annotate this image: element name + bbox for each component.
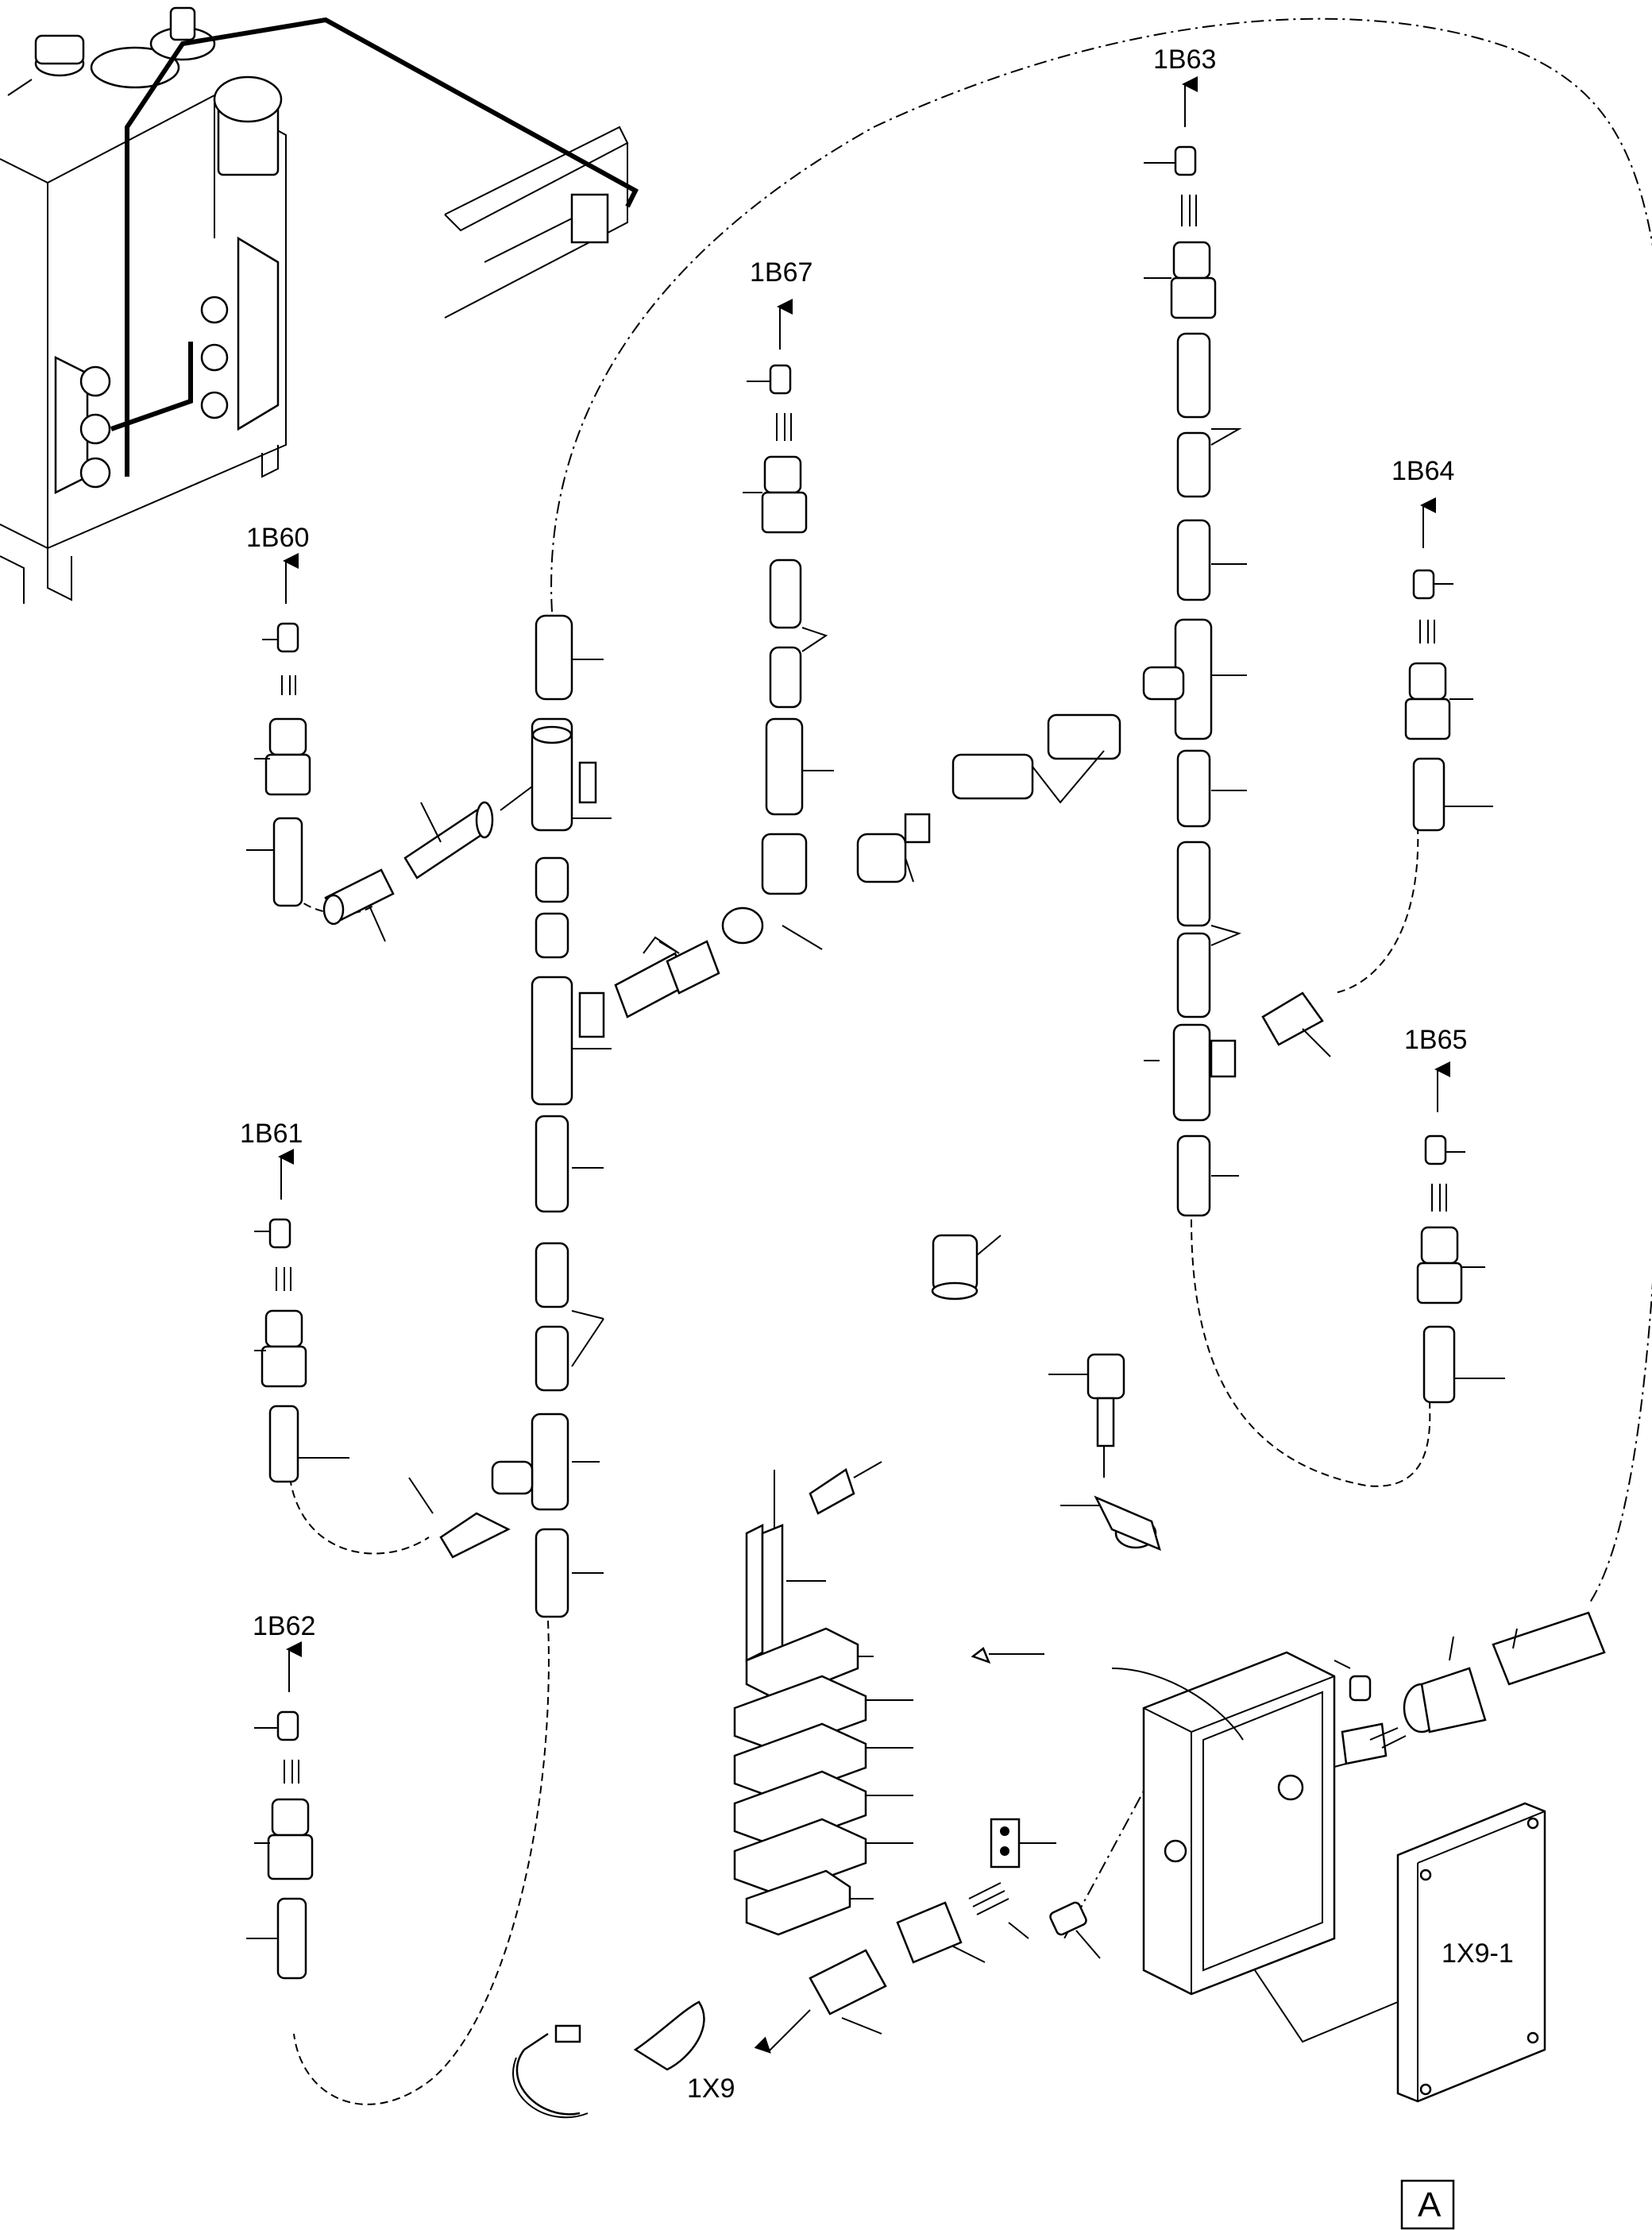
detail-view-letter: A	[1418, 2186, 1442, 2224]
machine-housing	[0, 6, 639, 604]
label-sensor-1B63: 1B63	[1153, 44, 1216, 75]
sensor-stack-1B62	[246, 1710, 314, 1980]
label-sensor-1B67: 1B67	[750, 257, 812, 288]
label-sensor-1B60: 1B60	[246, 523, 309, 553]
direction-arrows	[278, 76, 1450, 2054]
label-sensor-1B64: 1B64	[1391, 456, 1454, 486]
junction-box-cover: 1X9-1	[1396, 1802, 1546, 2103]
label-connector-1X9: 1X9	[687, 2073, 735, 2104]
cable-route-1B65	[1191, 1219, 1431, 1487]
branch-hoses-1B60	[322, 786, 533, 942]
cable-route-box	[1063, 1731, 1176, 1939]
cover-label: 1X9-1	[1442, 1938, 1514, 1969]
left-trunk-hoses	[491, 614, 612, 1618]
right-trunk-hoses	[1142, 332, 1331, 1217]
sensor-stack-1B64	[1404, 569, 1493, 832]
box-cable-gland	[1369, 1611, 1606, 1749]
terminal-block-stack	[733, 1470, 913, 1936]
sensor-stack-1B67	[743, 364, 808, 534]
sensor-stack-1B63	[1144, 145, 1217, 319]
cable-route-1B64	[1334, 825, 1419, 994]
label-sensor-1B65: 1B65	[1404, 1025, 1467, 1055]
middle-connector-hoses	[408, 936, 720, 1559]
cable-route-main	[550, 17, 1652, 1606]
cable-assembly-1X9	[512, 1882, 1101, 2119]
sensor-stack-1B61	[254, 1218, 349, 1483]
label-sensor-1B61: 1B61	[240, 1119, 303, 1149]
detail-view-marker: A	[1400, 2179, 1455, 2230]
sensor-stack-1B65	[1416, 1134, 1505, 1404]
cable-route-1B61	[289, 1477, 430, 1555]
cable-route-1B62	[293, 1620, 550, 2105]
center-branch-hoses	[721, 558, 1121, 950]
label-sensor-1B62: 1B62	[253, 1611, 315, 1641]
junction-box	[1111, 1651, 1399, 2043]
sensor-stack-1B60	[246, 622, 311, 907]
